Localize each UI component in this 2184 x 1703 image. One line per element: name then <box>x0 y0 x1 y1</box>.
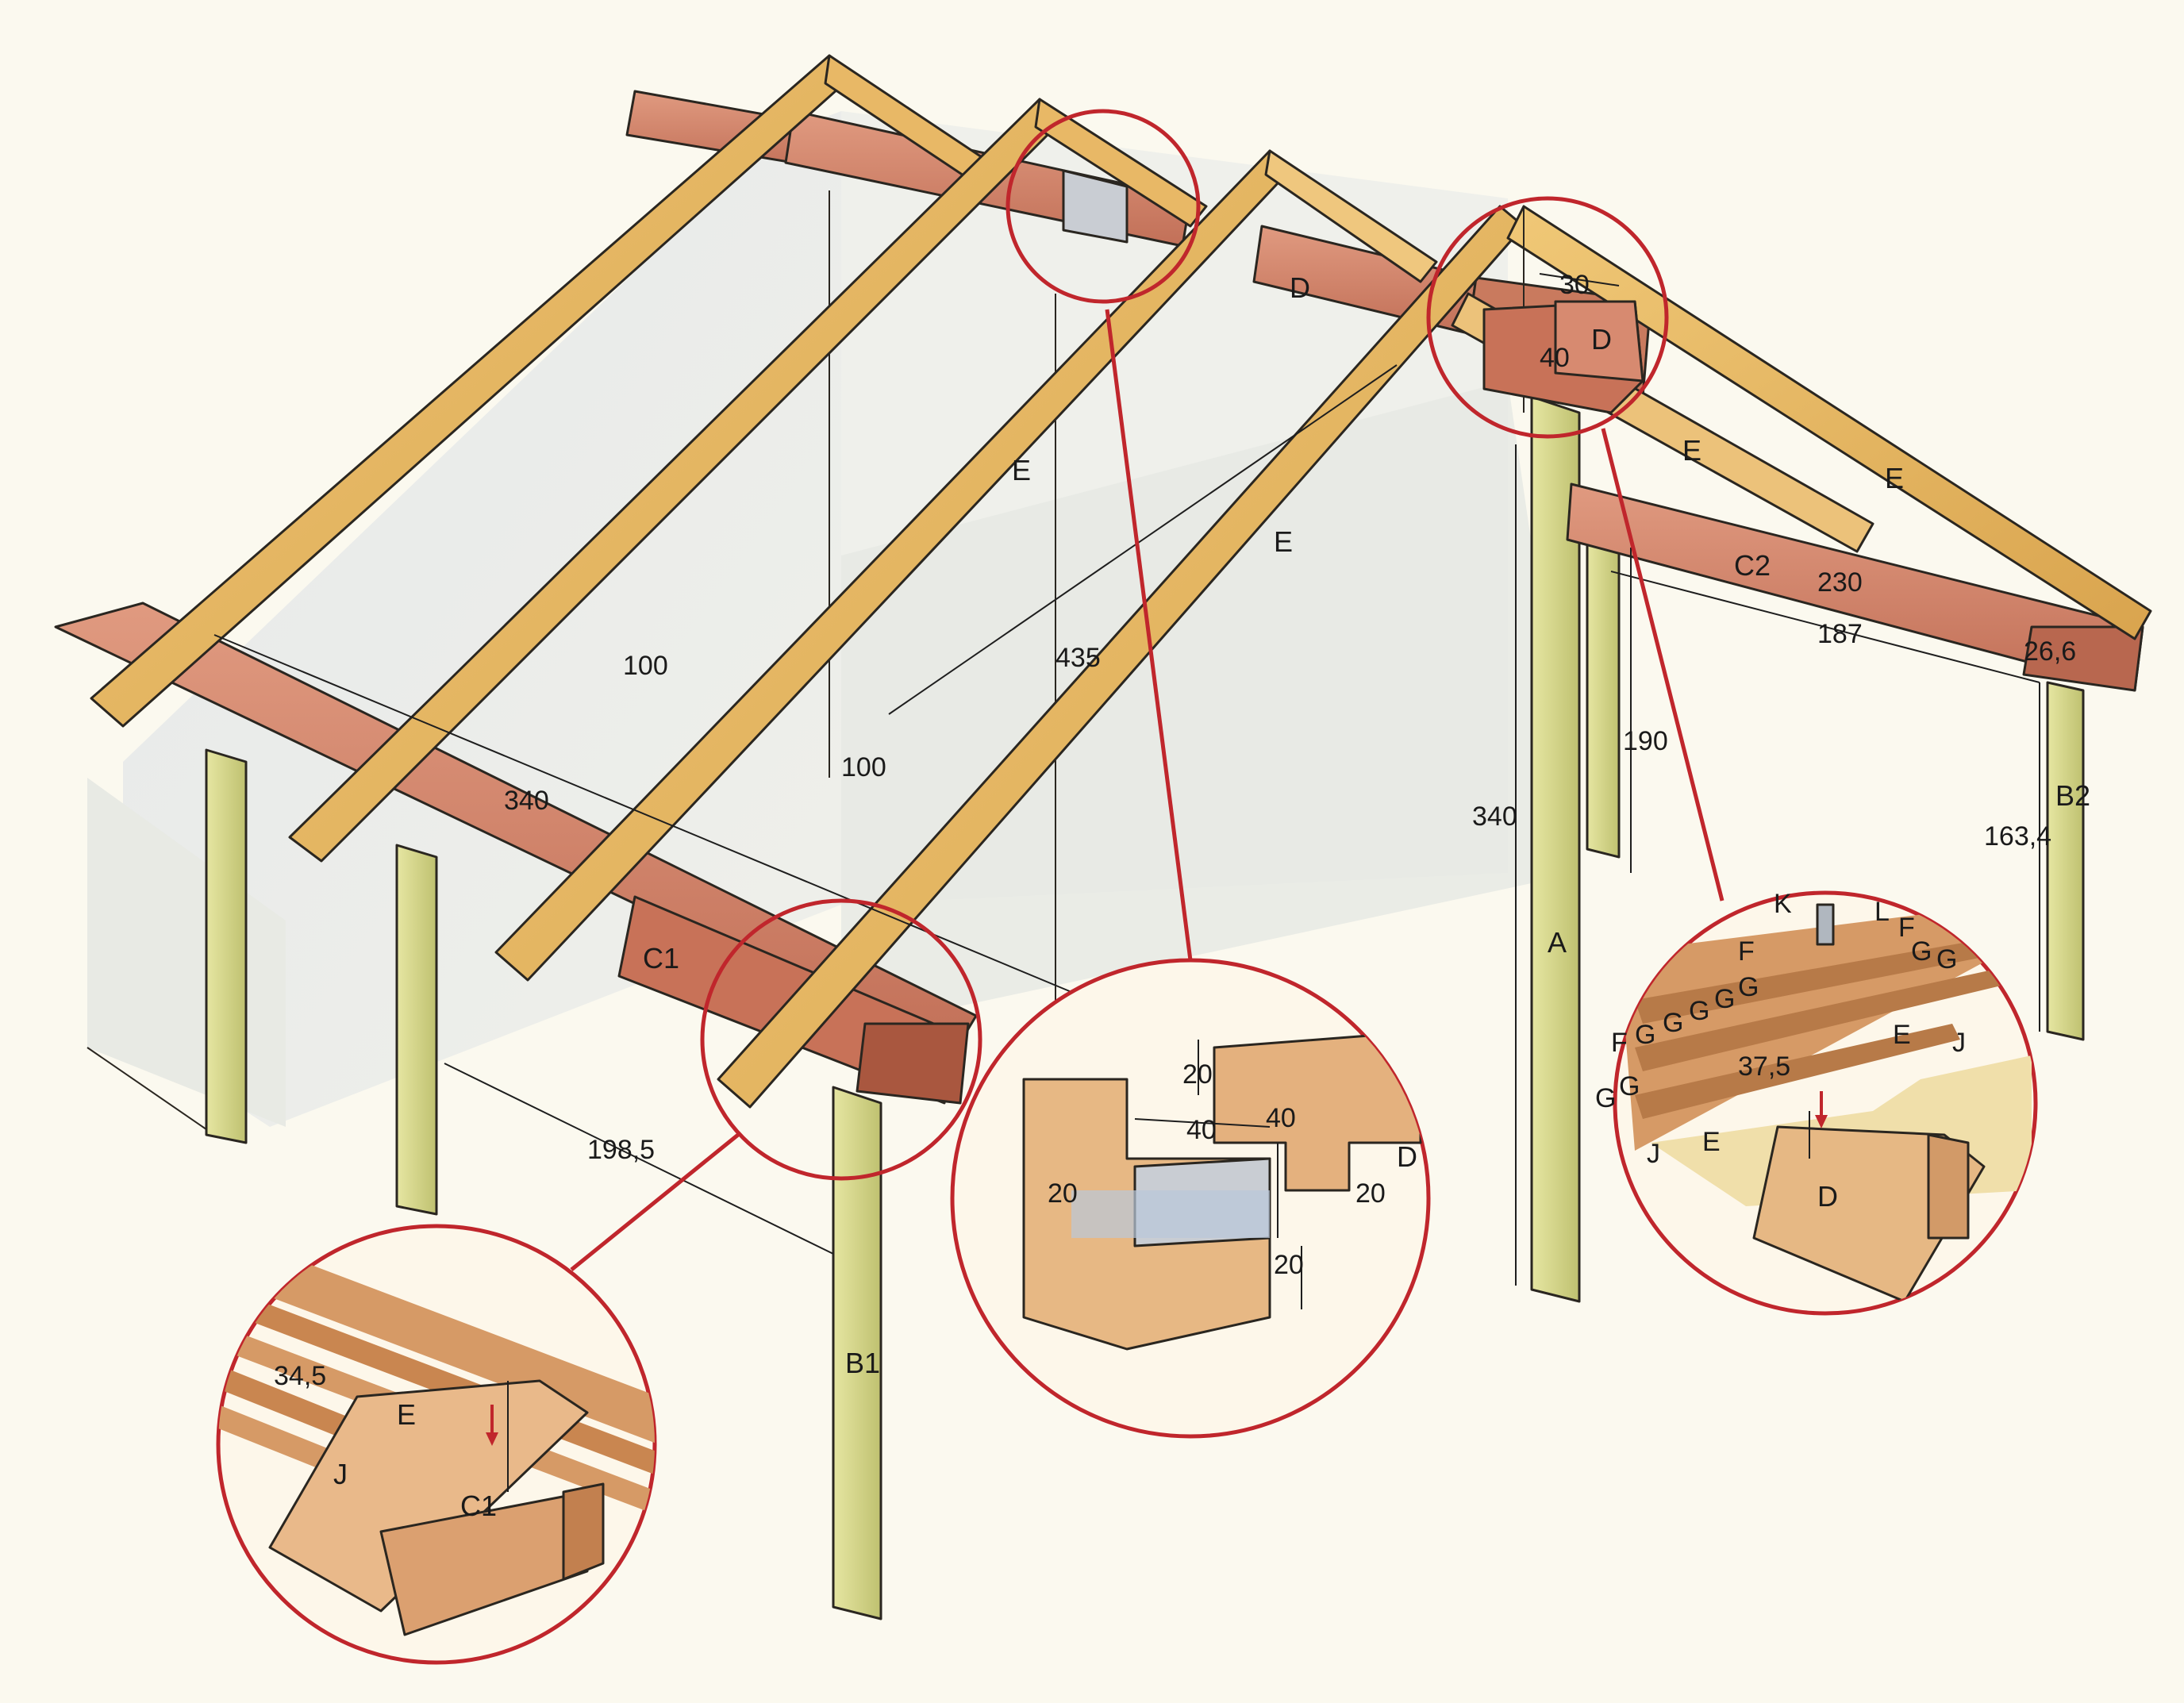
ridge-corner-beam <box>1482 300 1644 414</box>
detail-middle-d: D <box>1397 1140 1417 1173</box>
detail-right-j2: J <box>1647 1139 1660 1169</box>
detail-right-g1: G <box>1911 936 1932 967</box>
detail-left-j: J <box>333 1458 348 1490</box>
detail-right-f2: F <box>1738 936 1755 967</box>
detail-right-k: K <box>1774 889 1792 919</box>
detail-middle-dim-40-left: 40 <box>1186 1115 1217 1145</box>
detail-right-f3: F <box>1611 1028 1628 1058</box>
detail-middle <box>950 958 1431 1439</box>
posts <box>205 395 2085 1620</box>
label-d-corner: D <box>1591 323 1612 356</box>
label-b1: B1 <box>845 1347 880 1379</box>
detail-left-c1: C1 <box>460 1490 497 1522</box>
detail-right-l: L <box>1874 897 1890 927</box>
detail-right-j1: J <box>1952 1028 1966 1058</box>
label-e-mid: E <box>1012 454 1031 486</box>
detail-right-labels: K L F F F G G G G G G G G G E E J J 37,5… <box>1595 889 1966 1213</box>
dim-30: 30 <box>1559 270 1590 300</box>
dim-26-6: 26,6 <box>2024 636 2076 667</box>
member-labels: D D E E E E C1 C2 A B1 B2 <box>643 271 2090 1379</box>
dim-435: 435 <box>1055 643 1101 673</box>
detail-middle-dim-20-top: 20 <box>1182 1059 1213 1090</box>
dim-163-4: 163,4 <box>1984 821 2051 852</box>
dim-100-a: 100 <box>623 651 668 681</box>
dim-340-front: 340 <box>504 786 549 816</box>
dim-230: 230 <box>1817 567 1863 598</box>
rafters <box>90 54 2152 1109</box>
label-b2: B2 <box>2055 779 2090 812</box>
label-e-front: E <box>1274 525 1293 558</box>
label-a: A <box>1548 926 1567 959</box>
label-c1: C1 <box>643 942 679 975</box>
side-beam-c2 <box>1566 482 2144 692</box>
detail-right-g6: G <box>1663 1008 1683 1038</box>
detail-middle-labels: 20 40 40 D 20 20 20 <box>1048 1059 1417 1280</box>
detail-left-e: E <box>397 1398 416 1431</box>
eave-beam-c1 <box>54 602 978 1105</box>
label-c2: C2 <box>1734 549 1771 582</box>
detail-right-d: D <box>1817 1180 1838 1213</box>
ridge-plate <box>1062 169 1129 244</box>
callout-circle-ridge-plate <box>1005 109 1201 304</box>
detail-left <box>216 1224 657 1665</box>
label-e-right-1: E <box>1682 434 1701 467</box>
detail-middle-dim-20-left: 20 <box>1048 1178 1078 1209</box>
detail-right-g4: G <box>1714 984 1735 1014</box>
detail-middle-dim-40-right: 40 <box>1266 1103 1296 1133</box>
dim-100-b: 100 <box>841 752 886 782</box>
detail-right-e-top: E <box>1893 1020 1911 1050</box>
detail-left-dim-34-5: 34,5 <box>274 1361 326 1391</box>
callout-circle-ridge-corner <box>1426 196 1669 439</box>
label-d-top: D <box>1290 271 1310 304</box>
detail-right-g9: G <box>1595 1083 1616 1113</box>
callout-connectors <box>570 309 1725 1271</box>
detail-right-g5: G <box>1689 996 1709 1026</box>
dim-187: 187 <box>1817 619 1863 649</box>
detail-middle-dim-20-right: 20 <box>1355 1178 1386 1209</box>
detail-right-g2: G <box>1936 944 1957 975</box>
callout-circle-eave <box>700 898 982 1181</box>
dimension-labels: 100 100 340 435 198,5 340 190 163,4 230 … <box>504 270 2076 1165</box>
detail-right-g7: G <box>1635 1020 1655 1050</box>
detail-left-labels: 34,5 E J C1 <box>274 1361 497 1522</box>
detail-middle-dim-20-bottom: 20 <box>1274 1250 1304 1280</box>
dim-198-5: 198,5 <box>587 1135 655 1165</box>
detail-right-g3: G <box>1738 972 1759 1002</box>
dim-40: 40 <box>1540 343 1570 373</box>
detail-right-g8: G <box>1619 1071 1640 1101</box>
detail-right-f1: F <box>1898 913 1915 943</box>
label-e-right-2: E <box>1885 462 1904 494</box>
detail-right-dim-37-5: 37,5 <box>1738 1051 1790 1082</box>
dim-340-post: 340 <box>1472 802 1517 832</box>
detail-right <box>1613 890 2038 1316</box>
dim-190: 190 <box>1623 726 1668 756</box>
detail-right-e-bottom: E <box>1702 1127 1721 1157</box>
